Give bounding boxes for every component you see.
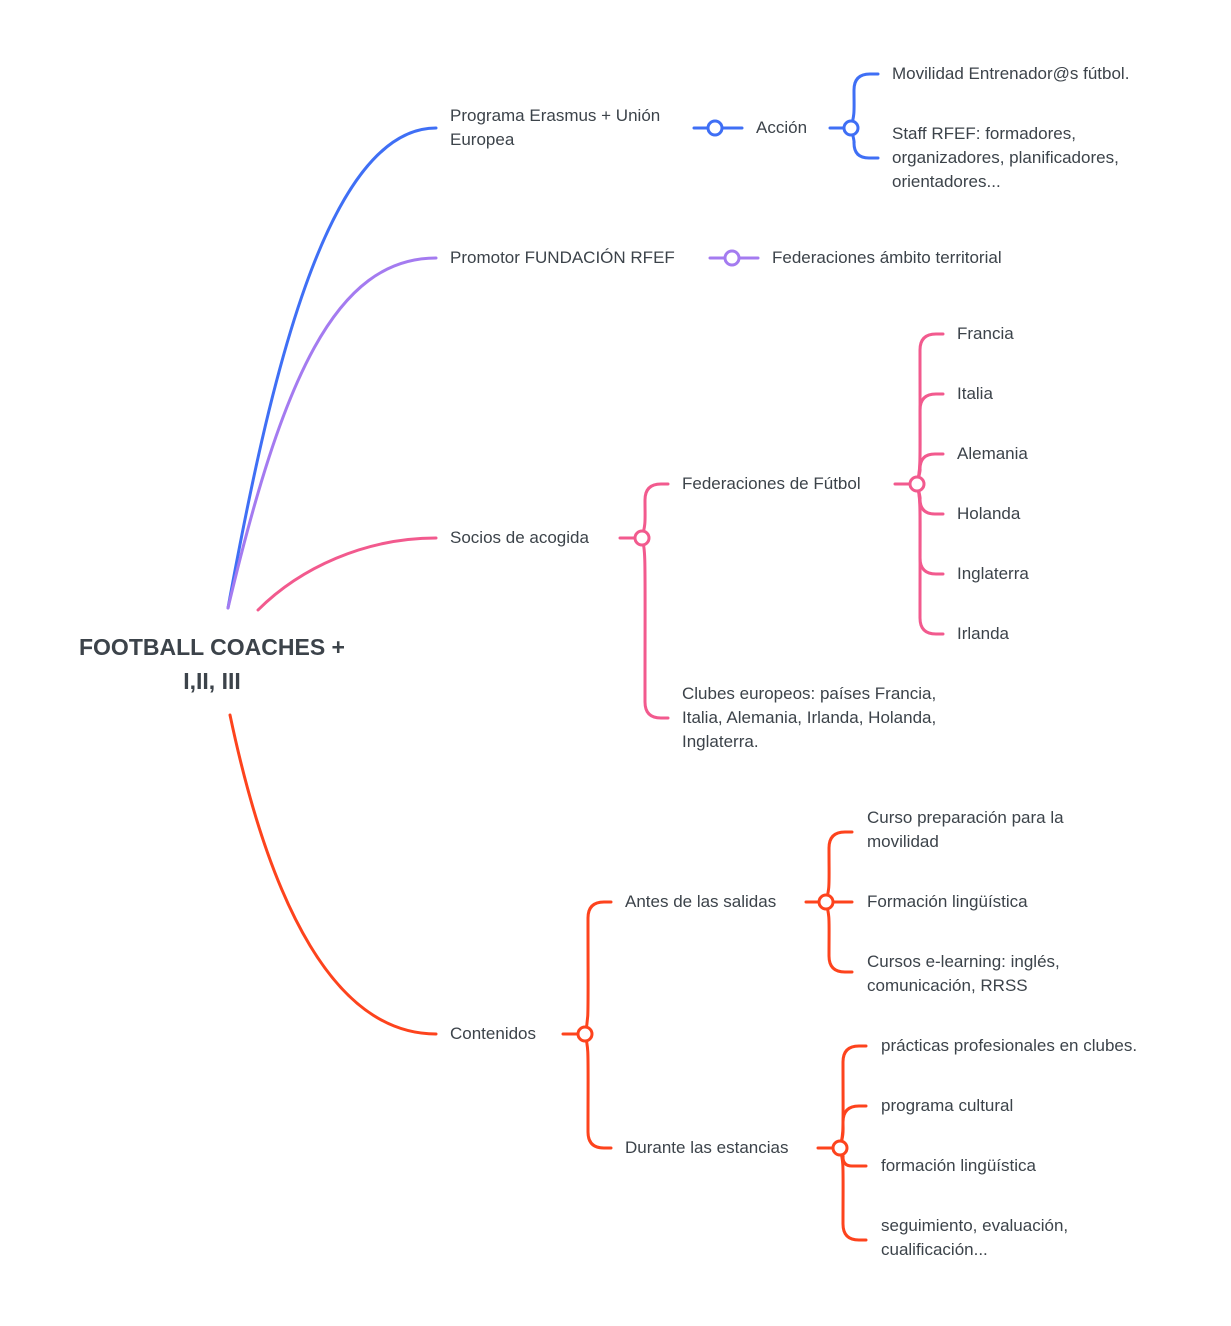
- node-antes[interactable]: Antes de las salidas: [625, 892, 777, 911]
- node-country[interactable]: Inglaterra: [957, 564, 1029, 583]
- node-movilidad[interactable]: Movilidad Entrenador@s fútbol.: [892, 64, 1130, 83]
- collapse-toggle-icon[interactable]: [842, 119, 860, 137]
- collapse-toggle-icon[interactable]: [576, 1025, 594, 1043]
- node-erasmus[interactable]: Programa Erasmus + Unión Europea: [450, 106, 661, 149]
- node-contenidos[interactable]: Contenidos: [450, 1024, 537, 1043]
- main-connector-socios: [256, 536, 438, 612]
- branch-connector: [824, 900, 854, 974]
- node-country[interactable]: Irlanda: [957, 624, 1009, 643]
- collapse-toggle-icon[interactable]: [817, 893, 835, 911]
- node-durante-item[interactable]: programa cultural: [881, 1096, 1014, 1115]
- node-durante-item[interactable]: seguimiento, evaluación, cualificación..…: [881, 1216, 1069, 1259]
- node-federaciones-territorial[interactable]: Federaciones ámbito territorial: [772, 248, 1002, 267]
- node-staff[interactable]: Staff RFEF: formadores, organizadores, p…: [892, 124, 1119, 191]
- branch-connector: [849, 72, 880, 130]
- node-promotor[interactable]: Promotor FUNDACIÓN RFEF: [450, 248, 675, 267]
- node-antes-item[interactable]: Cursos e-learning: inglés, comunicación,…: [867, 952, 1060, 995]
- node-durante[interactable]: Durante las estancias: [625, 1138, 789, 1157]
- node-socios[interactable]: Socios de acogida: [450, 528, 589, 547]
- branch-connector: [838, 1146, 868, 1242]
- branch-connector: [915, 482, 945, 636]
- node-accion[interactable]: Acción: [756, 118, 808, 137]
- collapse-toggle-icon[interactable]: [633, 529, 651, 547]
- node-antes-item[interactable]: Curso preparación para la movilidad: [867, 808, 1064, 851]
- branch-connector: [640, 482, 670, 540]
- branch-connector: [583, 900, 613, 1036]
- collapse-toggle-icon[interactable]: [831, 1139, 849, 1157]
- node-country[interactable]: Italia: [957, 384, 993, 403]
- branch-connector: [583, 1032, 613, 1150]
- branch-connector: [838, 1104, 868, 1150]
- branch-connector: [824, 830, 854, 904]
- node-federaciones-futbol[interactable]: Federaciones de Fútbol: [682, 474, 861, 493]
- collapse-toggle-icon[interactable]: [908, 475, 926, 493]
- branch-connector: [849, 126, 880, 160]
- node-durante-item[interactable]: prácticas profesionales en clubes.: [881, 1036, 1138, 1055]
- node-country[interactable]: Holanda: [957, 504, 1021, 523]
- branch-connector: [915, 452, 945, 486]
- node-country[interactable]: Alemania: [957, 444, 1028, 463]
- collapse-toggle-icon[interactable]: [706, 119, 724, 137]
- main-connector-contenidos: [228, 713, 438, 1036]
- root-node[interactable]: FOOTBALL COACHES + I,II, III: [78, 634, 345, 694]
- main-connector-promotor: [226, 256, 438, 610]
- main-connector-erasmus: [226, 126, 438, 610]
- node-durante-item[interactable]: formación lingüística: [881, 1156, 1036, 1175]
- collapse-toggle-icon[interactable]: [723, 249, 741, 267]
- branch-connector: [640, 536, 670, 720]
- node-clubes[interactable]: Clubes europeos: países Francia, Italia,…: [682, 684, 937, 751]
- node-country[interactable]: Francia: [957, 324, 1014, 343]
- node-antes-item[interactable]: Formación lingüística: [867, 892, 1028, 911]
